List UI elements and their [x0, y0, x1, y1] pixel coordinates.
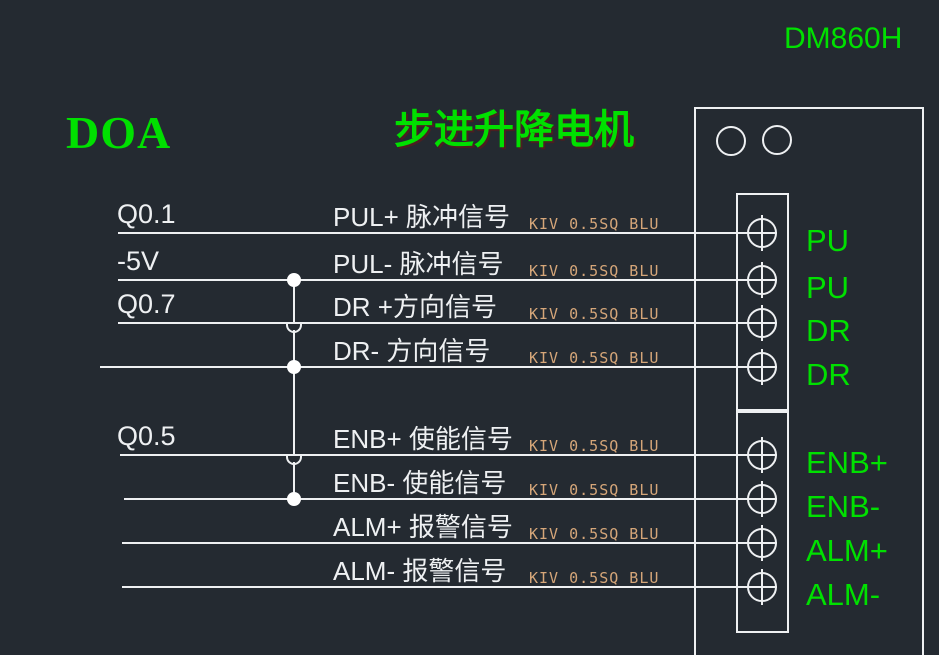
bus-wire-segment — [293, 462, 295, 499]
wire-spec-label: KIV 0.5SQ BLU — [529, 525, 660, 543]
signal-name-label: PUL- 脉冲信号 — [333, 249, 504, 279]
signal-name-label: ALM- 报警信号 — [333, 556, 507, 586]
driver-model-label: DM860H — [784, 22, 903, 55]
wire-spec-label: KIV 0.5SQ BLU — [529, 215, 660, 233]
terminal-cross-line — [761, 215, 763, 251]
terminal-name-label: DR — [806, 313, 851, 348]
signal-wire — [122, 586, 777, 588]
plc-output-label: -5V — [117, 246, 160, 276]
signal-wire — [100, 366, 777, 368]
junction-dot — [287, 360, 301, 374]
wire-spec-label: KIV 0.5SQ BLU — [529, 481, 660, 499]
plc-output-label: Q0.5 — [117, 421, 176, 451]
terminal-cross-line — [761, 437, 763, 473]
terminal-cross-line — [761, 262, 763, 298]
terminal-name-label: ALM+ — [806, 533, 888, 568]
plc-output-label: Q0.7 — [117, 289, 176, 319]
plc-output-label: Q0.1 — [117, 199, 176, 229]
wire-spec-label: KIV 0.5SQ BLU — [529, 349, 660, 367]
wire-spec-label: KIV 0.5SQ BLU — [529, 305, 660, 323]
signal-name-label: DR +方向信号 — [333, 292, 497, 322]
mount-hole-circle — [762, 125, 792, 155]
signal-wire — [118, 279, 777, 281]
terminal-cross-line — [761, 525, 763, 561]
signal-wire — [120, 454, 777, 456]
wire-spec-label: KIV 0.5SQ BLU — [529, 437, 660, 455]
bus-wire-segment — [293, 330, 295, 455]
terminal-cross-line — [761, 481, 763, 517]
mount-hole-circle — [716, 126, 746, 156]
junction-dot — [287, 492, 301, 506]
wire-spec-label: KIV 0.5SQ BLU — [529, 262, 660, 280]
signal-name-label: ENB+ 使能信号 — [333, 424, 513, 454]
signal-name-label: DR- 方向信号 — [333, 336, 491, 366]
terminal-name-label: PU — [806, 270, 850, 305]
signal-wire — [122, 542, 777, 544]
signal-wire — [118, 322, 777, 324]
signal-name-label: ENB- 使能信号 — [333, 468, 507, 498]
signal-wire — [118, 232, 777, 234]
signal-name-label: ALM+ 报警信号 — [333, 512, 513, 542]
device-label: DOA — [66, 107, 172, 158]
terminal-cross-line — [761, 569, 763, 605]
terminal-name-label: ALM- — [806, 577, 881, 612]
bus-wire-segment — [293, 280, 295, 323]
terminal-strip-lower-box — [736, 411, 789, 633]
diagram-title: 步进升降电机 — [394, 108, 634, 152]
terminal-cross-line — [761, 349, 763, 385]
terminal-name-label: DR — [806, 357, 851, 392]
terminal-name-label: PU — [806, 223, 850, 258]
signal-wire — [124, 498, 777, 500]
terminal-name-label: ENB- — [806, 489, 881, 524]
terminal-name-label: ENB+ — [806, 445, 888, 480]
driver-outline-box — [694, 107, 924, 655]
junction-dot — [287, 273, 301, 287]
wire-spec-label: KIV 0.5SQ BLU — [529, 569, 660, 587]
signal-name-label: PUL+ 脉冲信号 — [333, 202, 510, 232]
terminal-cross-line — [761, 305, 763, 341]
terminal-strip-upper-box — [736, 193, 789, 411]
